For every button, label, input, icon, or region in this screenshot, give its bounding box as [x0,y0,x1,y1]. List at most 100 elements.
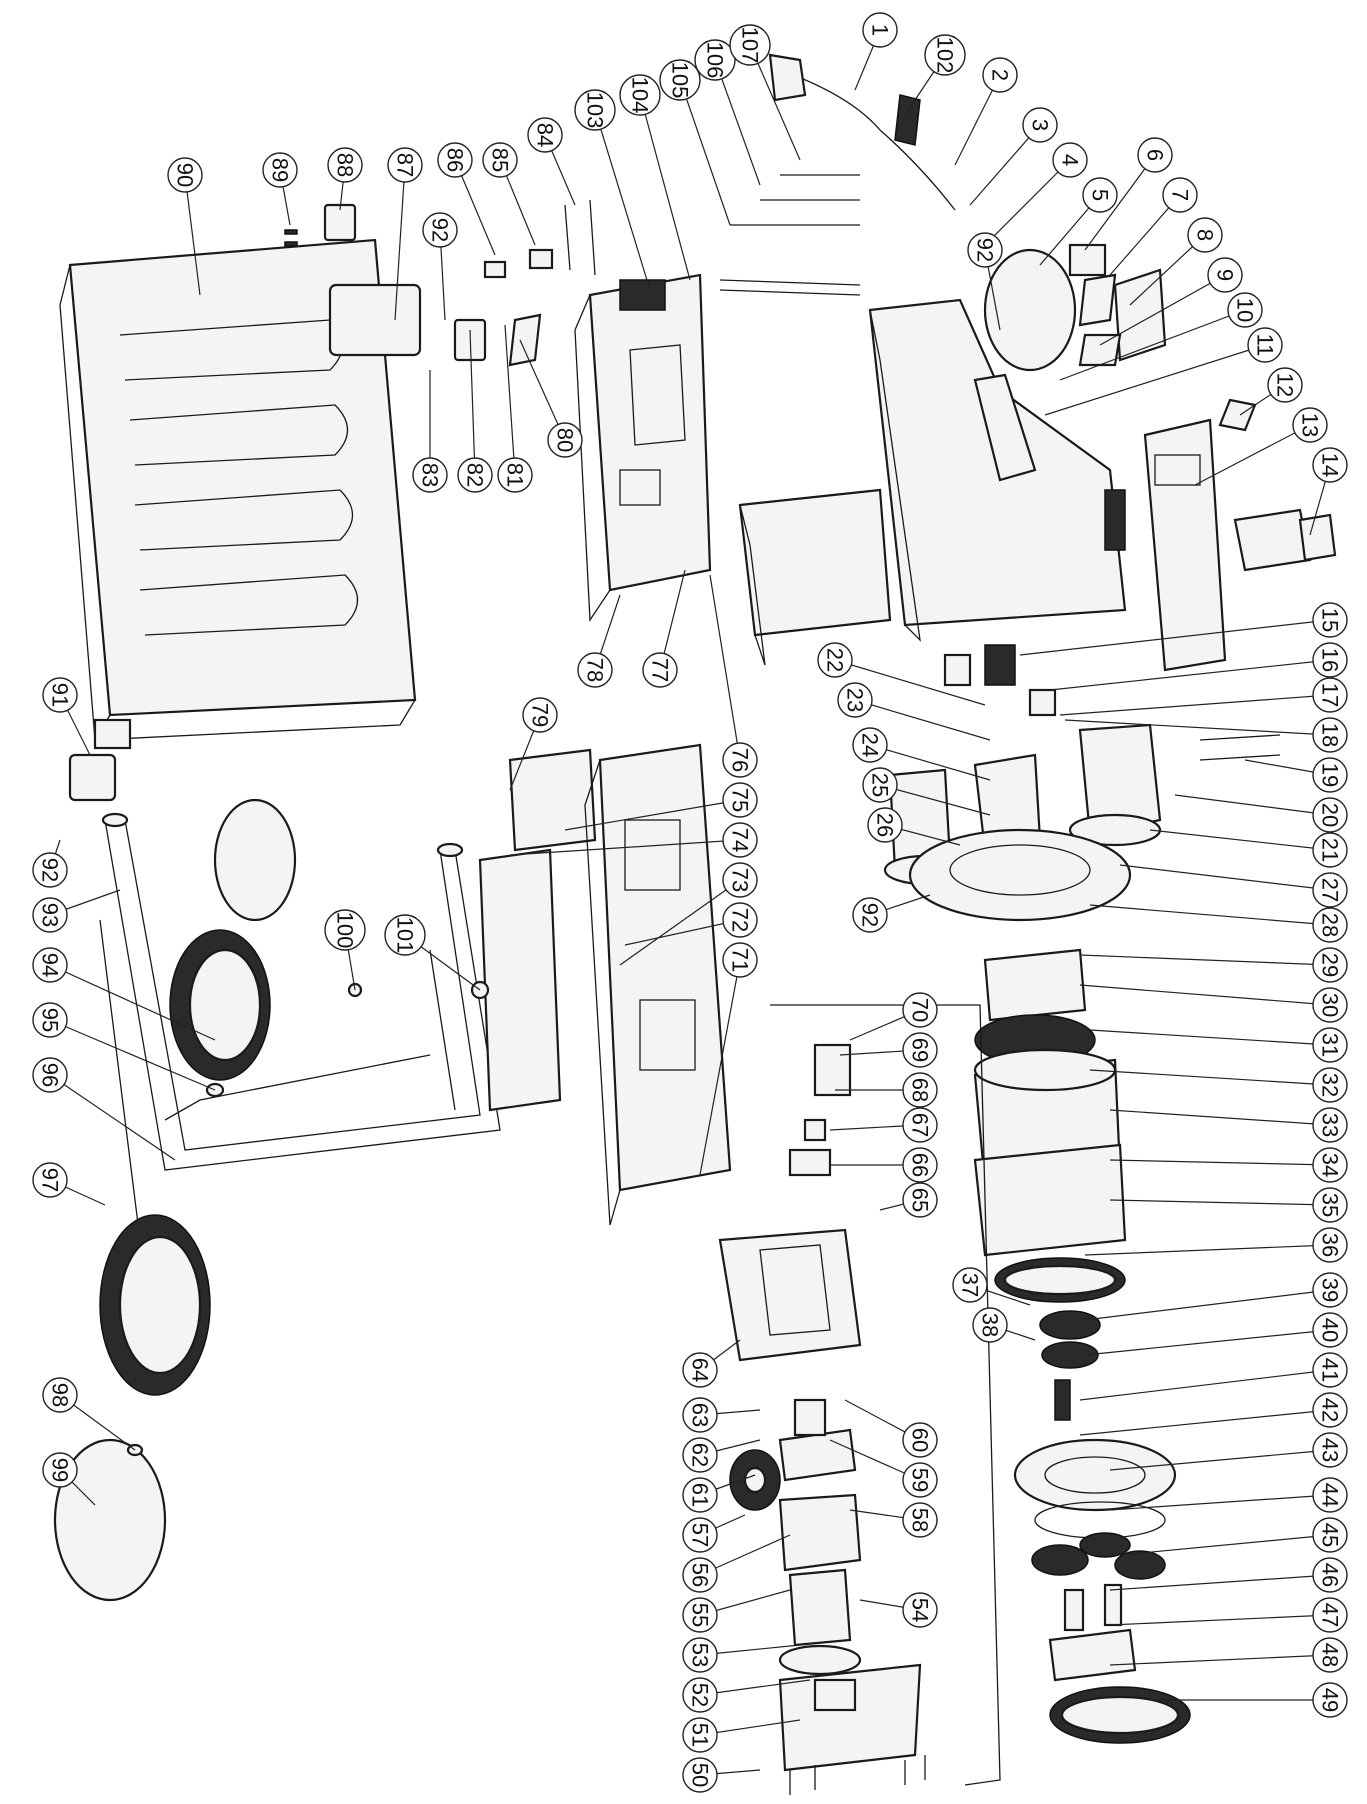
leader-line [1089,1069,1331,1086]
callout-balloon [1312,602,1348,638]
callout-number: 82 [463,463,488,487]
callout-number: 78 [583,658,608,682]
callout-balloon [1312,1682,1348,1718]
callout-balloon [482,142,518,178]
callout-number: 103 [583,92,608,129]
callout-28: 28 [1089,904,1348,943]
callout-76: 76 [709,574,758,778]
part-53 [778,1644,862,1676]
callout-number: 44 [1318,1483,1343,1507]
callout-58: 58 [849,1502,938,1538]
part-6 [1068,243,1107,277]
callout-balloon [32,947,68,983]
callout-51: 51 [682,1717,801,1753]
callout-number: 58 [908,1508,933,1532]
callout-balloon [324,909,366,951]
part-80 [508,313,542,367]
callout-number: 38 [978,1313,1003,1337]
callout-balloon [1022,107,1058,143]
callout-number: 48 [1318,1643,1343,1667]
callout-balloon [722,902,758,938]
callout-number: 87 [393,153,418,177]
callout-number: 98 [48,1383,73,1407]
part-12 [1218,398,1257,432]
part-91 [68,753,117,802]
callout-22: 22 [817,642,986,706]
callout-number: 79 [528,703,553,727]
callout-35: 35 [1109,1187,1348,1223]
callout-number: 28 [1318,913,1343,937]
leader-line [879,784,991,816]
callout-number: 50 [688,1763,713,1787]
callout-31: 31 [1089,1027,1348,1063]
callout-number: 76 [728,748,753,772]
leader-line [519,339,566,441]
callout-number: 34 [1318,1153,1343,1177]
callout-number: 92 [428,218,453,242]
callout-number: 64 [688,1358,713,1382]
callout-55: 55 [682,1589,791,1633]
part-84 [564,199,596,276]
leader-line [1109,1449,1331,1471]
callout-balloon [387,147,423,183]
callout-21: 21 [1149,829,1348,868]
callout-number: 45 [1318,1523,1343,1547]
callout-number: 71 [728,948,753,972]
callout-78: 78 [577,594,621,688]
callout-57: 57 [682,1514,746,1553]
leader-line [1109,1199,1331,1206]
callout-number: 31 [1318,1033,1343,1057]
tray-part-71 [598,743,732,1192]
callout-56: 56 [682,1534,791,1593]
callout-4: 4 [984,142,1088,246]
callout-30: 30 [1079,984,1348,1023]
callout-balloon [619,74,661,116]
callout-balloon [1312,797,1348,833]
part-69 [813,1043,852,1097]
callout-balloon [682,1397,718,1433]
callout-45: 45 [1119,1517,1348,1556]
callout-balloon [659,59,701,101]
callout-number: 16 [1318,648,1343,672]
leader-line [1119,864,1331,891]
callout-balloon [682,1637,718,1673]
callout-13: 13 [1194,407,1328,486]
leader-line [509,839,741,856]
callout-106: 106 [694,39,761,186]
gear-part-38 [1041,1341,1099,1369]
callout-49: 49 [1150,1682,1348,1718]
callout-number: 65 [908,1188,933,1212]
callout-balloon [32,1162,68,1198]
callout-balloon [574,89,616,131]
callout-balloon [694,39,736,81]
callout-number: 97 [38,1168,63,1192]
callout-number: 43 [1318,1438,1343,1462]
callout-number: 75 [728,788,753,812]
callout-number: 55 [688,1603,713,1627]
callout-3: 3 [969,107,1058,206]
callout-number: 32 [1318,1073,1343,1097]
callout-90: 90 [167,157,203,296]
bracket-line [770,1004,1001,1786]
callout-50: 50 [682,1757,761,1793]
callout-number: 42 [1318,1398,1343,1422]
callout-number: 12 [1273,373,1298,397]
callout-number: 59 [908,1468,933,1492]
housing-part-34 [973,1143,1127,1257]
spring-part-41 [1054,1379,1071,1421]
callout-balloon [902,1072,938,1108]
callout-number: 19 [1318,763,1343,787]
callout-number: 74 [728,828,753,852]
callout-number: 17 [1318,683,1343,707]
callout-balloon [682,1597,718,1633]
callout-94: 94 [32,947,216,1041]
callout-balloon [497,457,533,493]
callout-91: 91 [42,677,91,756]
callout-balloon [1312,1187,1348,1223]
callout-number: 92 [973,238,998,262]
callout-53: 53 [682,1637,801,1673]
callout-number: 53 [688,1643,713,1667]
callout-balloon [862,767,898,803]
callout-number: 104 [628,77,653,114]
callout-59: 59 [829,1439,938,1498]
